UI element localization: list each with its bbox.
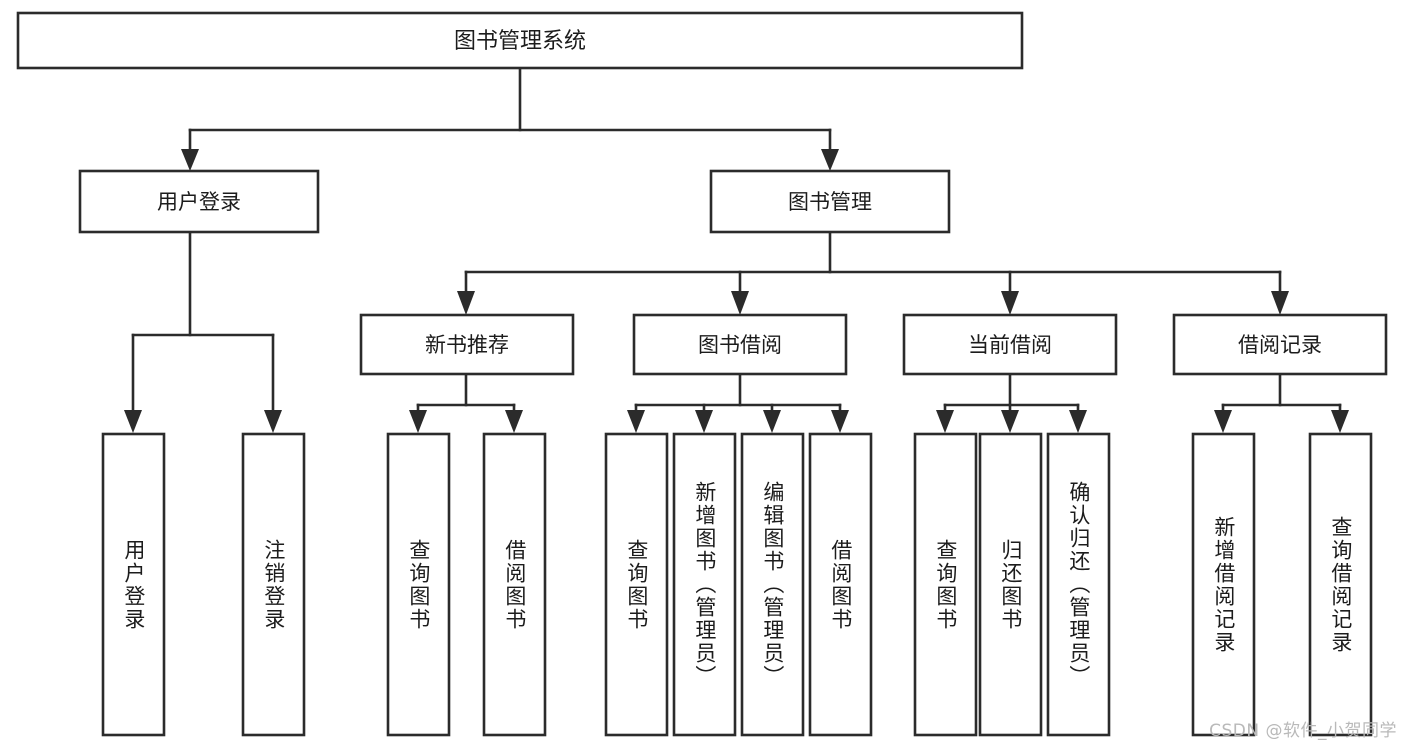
arrowhead-to-bookmanage: [821, 149, 839, 171]
connectors-layer: [131, 66, 1342, 412]
arrowhead-to-leaf-borrow-book-1: [505, 410, 523, 433]
node-borrow-record[interactable]: [1172, 313, 1388, 376]
node-leaf-user-logout[interactable]: [241, 432, 306, 737]
nodes-layer: 图书管理系统 用户登录 图书管理 新书推荐 图书借阅 当前借阅 借阅记录: [16, 11, 1388, 737]
node-leaf-confirm-return[interactable]: [1046, 432, 1111, 737]
arrowhead-to-leaf-return-book: [1001, 410, 1019, 433]
node-leaf-add-record[interactable]: [1191, 432, 1256, 737]
node-leaf-query-book-1[interactable]: [386, 432, 451, 737]
arrowhead-to-bookborrow: [731, 291, 749, 315]
node-root[interactable]: [16, 11, 1024, 70]
node-book-borrow-label: 图书借阅: [698, 333, 782, 357]
node-leaf-query-book-2[interactable]: [604, 432, 669, 737]
arrowhead-to-leaf-borrow-book-2: [831, 410, 849, 433]
arrowhead-to-leaf-user-login: [124, 410, 142, 433]
arrowhead-to-leaf-edit-book: [763, 410, 781, 433]
node-leaf-query-record[interactable]: [1308, 432, 1373, 737]
node-current-borrow[interactable]: [902, 313, 1118, 376]
node-root-label: 图书管理系统: [454, 29, 586, 54]
arrowhead-to-leaf-query-book-3: [936, 410, 954, 433]
arrowhead-to-leaf-add-record: [1214, 410, 1232, 433]
node-new-book-recommend-label: 新书推荐: [425, 333, 509, 357]
arrowhead-to-borrowrecord: [1271, 291, 1289, 315]
node-leaf-borrow-book-1[interactable]: [482, 432, 547, 737]
node-leaf-edit-book[interactable]: [740, 432, 805, 737]
arrowhead-to-newbook: [457, 291, 475, 315]
arrowhead-to-userlogin: [181, 149, 199, 171]
node-user-login-label: 用户登录: [157, 190, 241, 214]
arrowhead-to-leaf-query-book-2: [627, 410, 645, 433]
node-user-login[interactable]: [78, 169, 320, 234]
arrowheads-layer: [124, 149, 1349, 433]
arrowhead-to-leaf-query-book-1: [409, 410, 427, 433]
arrowhead-to-leaf-query-record: [1331, 410, 1349, 433]
node-new-book-recommend[interactable]: [359, 313, 575, 376]
arrowhead-to-currentborrow: [1001, 291, 1019, 315]
arrowhead-to-leaf-confirm-return: [1069, 410, 1087, 433]
node-leaf-return-book[interactable]: [978, 432, 1043, 737]
node-leaf-borrow-book-2[interactable]: [808, 432, 873, 737]
node-book-manage[interactable]: [709, 169, 951, 234]
node-book-manage-label: 图书管理: [788, 190, 872, 214]
node-leaf-user-login[interactable]: [101, 432, 166, 737]
csdn-watermark: CSDN @软件_小贺同学: [1209, 721, 1397, 741]
node-borrow-record-label: 借阅记录: [1238, 333, 1322, 357]
node-leaf-add-book[interactable]: [672, 432, 737, 737]
node-leaf-query-book-3[interactable]: [913, 432, 978, 737]
arrowhead-to-leaf-user-logout: [264, 410, 282, 433]
arrowhead-to-leaf-add-book: [695, 410, 713, 433]
node-book-borrow[interactable]: [632, 313, 848, 376]
node-current-borrow-label: 当前借阅: [968, 333, 1052, 357]
